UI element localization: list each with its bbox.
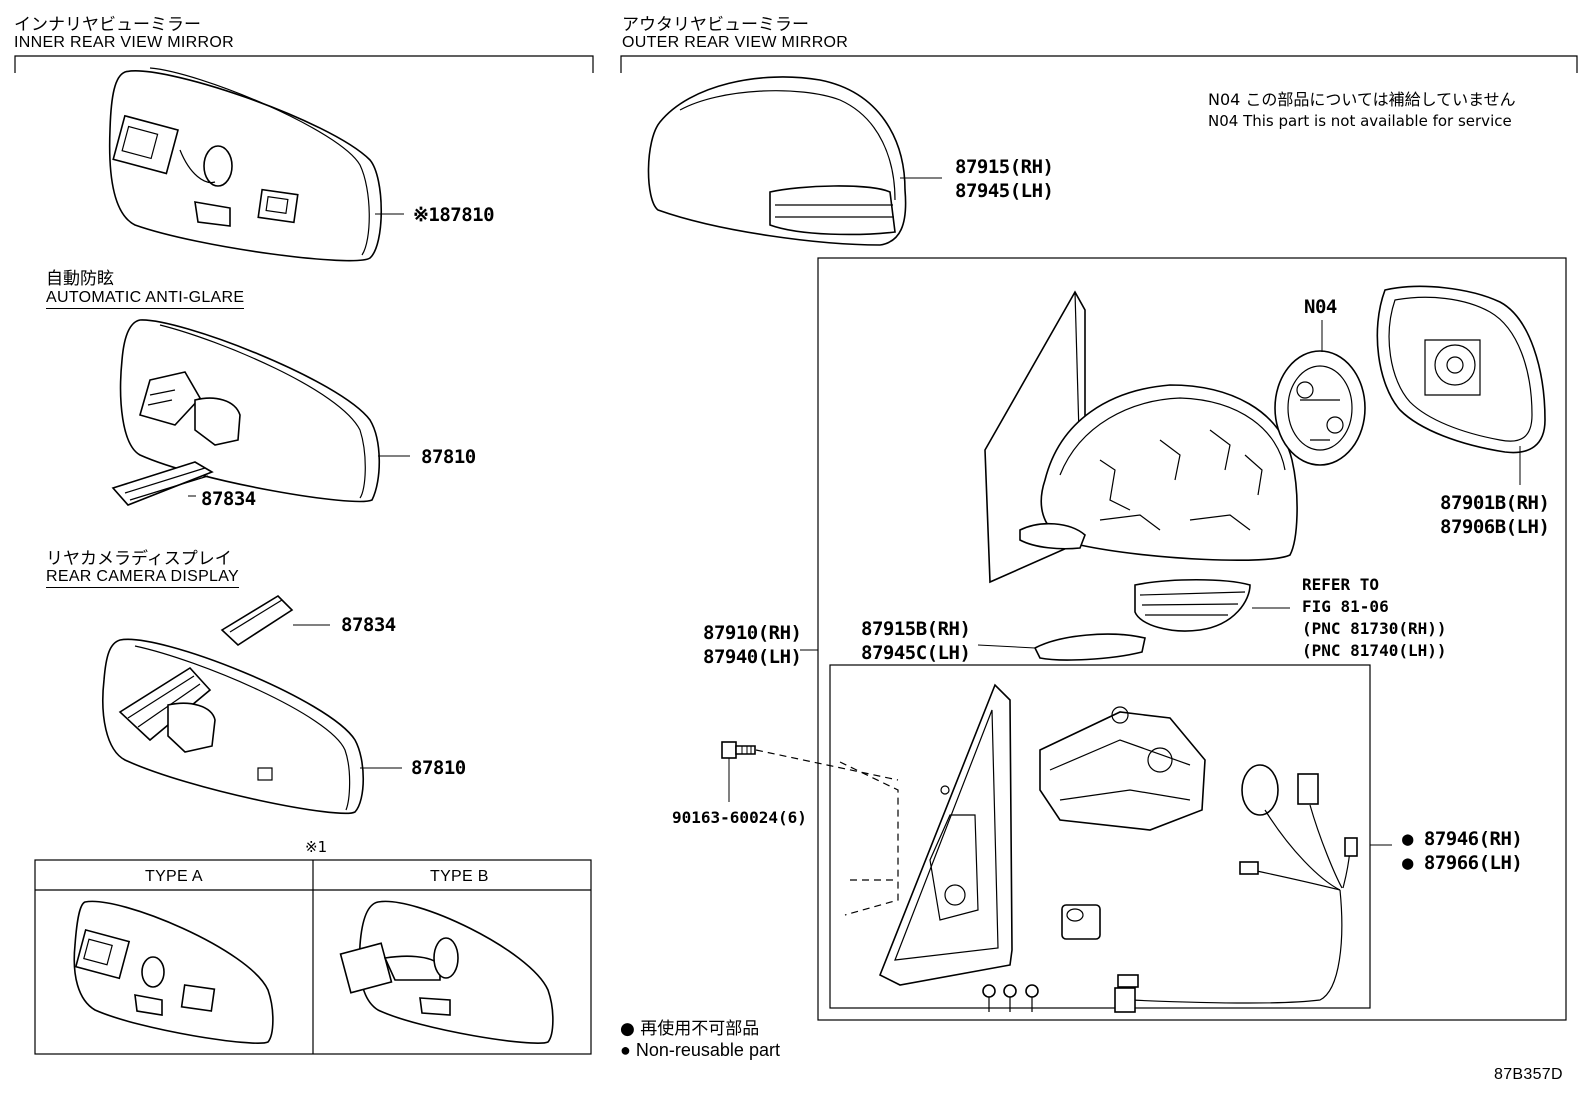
part-number-base-lh: ● 87966(LH) xyxy=(1402,852,1523,874)
part-number-screw: 90163-60024(6) xyxy=(672,808,807,827)
refer-line-3: (PNC 81730(RH)) xyxy=(1302,619,1447,638)
inner-mirror-anti-glare xyxy=(111,319,410,506)
anti-glare-title-en: AUTOMATIC ANTI-GLARE xyxy=(46,289,245,309)
part-number-anti-glare-cover: 87834 xyxy=(201,488,256,510)
n04-actuator xyxy=(1274,320,1366,466)
refer-line-4: (PNC 81740(LH)) xyxy=(1302,641,1447,660)
inner-title-en: INNER REAR VIEW MIRROR xyxy=(14,34,234,51)
mirror-base-bracket xyxy=(878,683,1013,986)
part-label-n04: N04 xyxy=(1304,296,1337,318)
type-b-mirror xyxy=(339,900,554,1044)
part-number-glass-lh: 87906B(LH) xyxy=(1440,516,1550,538)
small-clip xyxy=(1061,904,1101,940)
part-number-glass-rh: 87901B(RH) xyxy=(1440,492,1550,514)
camera-title-jp: リヤカメラディスプレイ xyxy=(46,549,232,569)
camera-title-en: REAR CAMERA DISPLAY xyxy=(46,568,240,588)
outer-mirror-glass xyxy=(1376,285,1546,485)
inner-mirror-basic xyxy=(108,67,404,262)
legend-bullet-icon-2: ● xyxy=(620,1040,636,1060)
outer-title-jp: アウタリヤビューミラー xyxy=(622,15,809,35)
diagram-code: 87B357D xyxy=(1494,1066,1563,1083)
legend-non-reusable-jp: ● 再使用不可部品 xyxy=(620,1019,760,1039)
type-b-label: TYPE B xyxy=(430,868,489,885)
n04-note-en: N04 This part is not available for servi… xyxy=(1208,112,1512,130)
outer-section-bracket xyxy=(620,55,1578,73)
mirror-motor xyxy=(1039,706,1206,831)
outer-assembly-box xyxy=(817,257,1567,1021)
part-number-lamp-rh: 87915B(RH) xyxy=(861,618,971,640)
table-reference-mark: ※1 xyxy=(305,838,328,856)
screw-bolt xyxy=(721,741,899,916)
part-number-base-rh: ● 87946(RH) xyxy=(1402,828,1523,850)
lamp-lens xyxy=(977,633,1146,661)
part-number-lamp-lh: 87945C(LH) xyxy=(861,642,971,664)
outer-mirror-housing xyxy=(984,290,1298,584)
n04-note-jp: N04 この部品については補給していません xyxy=(1208,90,1516,109)
outer-mirror-cover xyxy=(647,76,942,246)
type-a-mirror xyxy=(73,900,274,1044)
part-number-inner-basic: ※187810 xyxy=(413,204,495,226)
part-number-anti-glare-mirror: 87810 xyxy=(421,446,476,468)
refer-line-2: FIG 81-06 xyxy=(1302,597,1389,616)
anti-glare-title-jp: 自動防眩 xyxy=(46,269,114,289)
part-number-cover-rh: 87915(RH) xyxy=(955,156,1054,178)
part-number-camera-cover: 87834 xyxy=(341,614,396,636)
part-number-cover-lh: 87945(LH) xyxy=(955,180,1054,202)
wire-harness xyxy=(1114,764,1392,1013)
turn-signal-lamp xyxy=(1134,578,1290,632)
part-number-assembly-lh: 87940(LH) xyxy=(703,646,802,668)
type-a-label: TYPE A xyxy=(145,868,203,885)
legend-bullet-icon: ● xyxy=(620,1019,641,1039)
inner-section-bracket xyxy=(14,55,594,73)
inner-mirror-camera xyxy=(102,594,402,815)
refer-line-1: REFER TO xyxy=(1302,575,1380,594)
legend-non-reusable-en: ● Non-reusable part xyxy=(620,1040,780,1060)
outer-title-en: OUTER REAR VIEW MIRROR xyxy=(622,34,849,51)
small-screws xyxy=(982,984,1039,1012)
part-number-camera-mirror: 87810 xyxy=(411,757,466,779)
type-table xyxy=(34,859,592,1055)
part-number-assembly-rh: 87910(RH) xyxy=(703,622,802,644)
inner-title-jp: インナリヤビューミラー xyxy=(14,15,201,35)
